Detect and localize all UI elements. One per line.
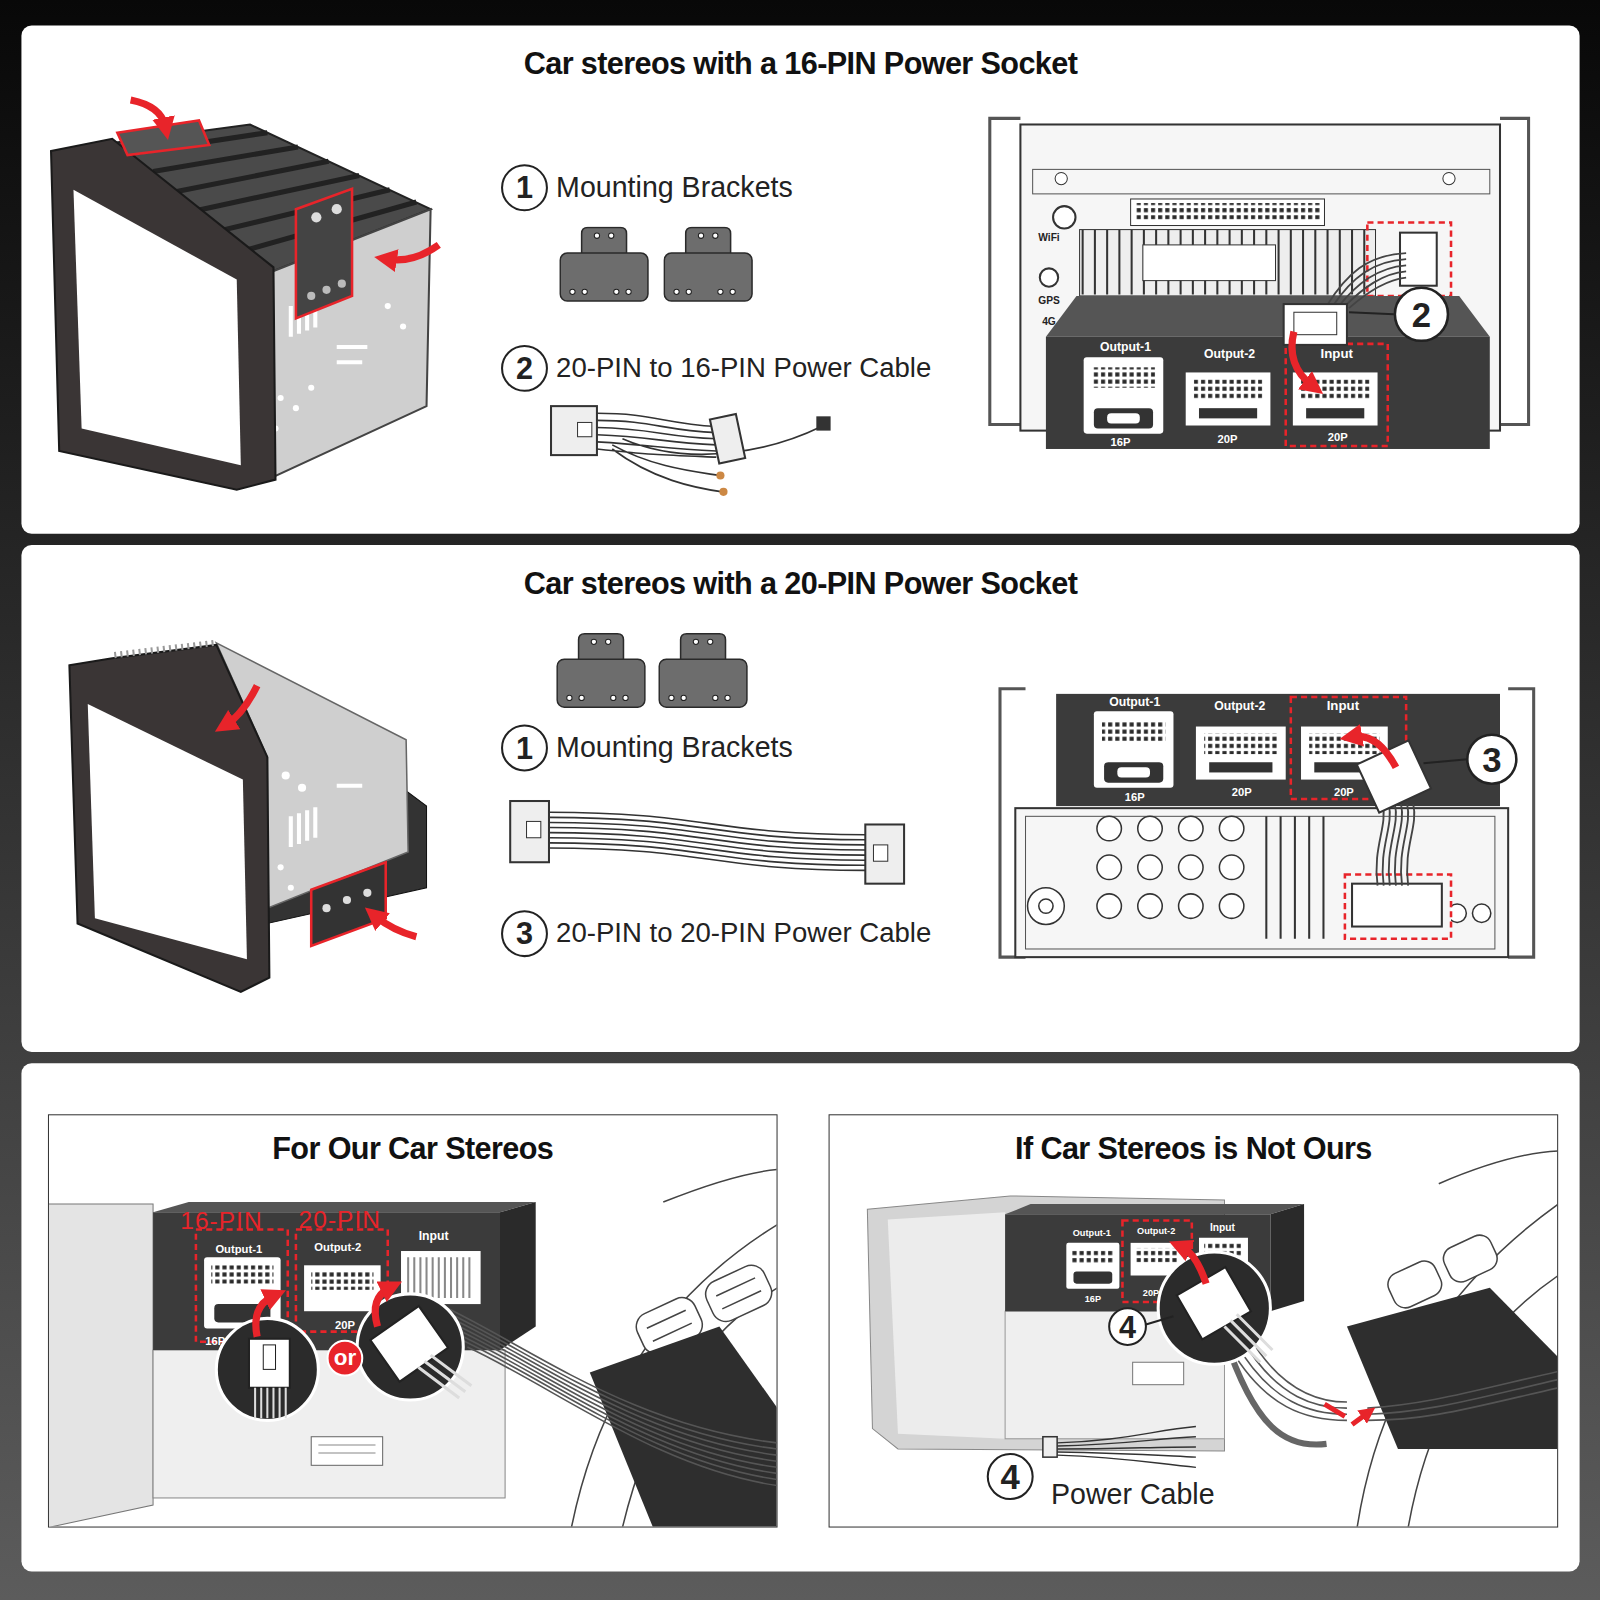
part-name: Power Cable <box>1051 1479 1215 1510</box>
callout-number: 3 <box>1482 741 1501 779</box>
panel-card: Car stereos with a 20-PIN Power Socket <box>21 545 1579 1052</box>
antenna-label: WiFi <box>1038 232 1059 243</box>
pin-count: 16P <box>205 1335 225 1347</box>
pin-count: 20P <box>1328 431 1348 443</box>
panel-card: Car stereos with a 16-PIN Power Socket <box>21 26 1579 534</box>
port-name: Output-1 <box>1109 695 1160 708</box>
panel-title: Car stereos with a 16-PIN Power Socket <box>21 44 1579 85</box>
callout-number: 4 <box>1001 1458 1020 1496</box>
part-name: Mounting Brackets <box>556 732 793 763</box>
port-name: Output-2 <box>1137 1227 1175 1237</box>
callout-number: 2 <box>516 352 533 386</box>
pin-count: 20P <box>335 1318 355 1330</box>
part-name: Mounting Brackets <box>556 172 793 203</box>
panel-title: Car stereos with a 20-PIN Power Socket <box>21 563 1579 604</box>
callout-number: 1 <box>516 171 533 205</box>
pin-callout: 20-PIN <box>299 1207 381 1234</box>
part-name: 20-PIN to 20-PIN Power Cable <box>556 919 931 949</box>
pin-count: 16P <box>1125 791 1145 803</box>
callout-number: 2 <box>1412 296 1431 334</box>
port-name: Output-2 <box>1214 699 1265 712</box>
pin-count: 20P <box>1334 786 1354 798</box>
antenna-label: GPS <box>1038 294 1060 305</box>
callout-number: 4 <box>1119 1311 1136 1345</box>
panel-title: For Our Car Stereos <box>49 1129 777 1170</box>
port-name: Output-1 <box>1073 1229 1111 1239</box>
port-name: Input <box>419 1230 449 1243</box>
pin-count: 20P <box>1232 786 1252 798</box>
port-name: Input <box>1210 1222 1235 1233</box>
pin-count: 16P <box>1110 436 1130 448</box>
or-marker: or <box>334 1346 356 1371</box>
port-name: Output-1 <box>1100 341 1151 354</box>
port-name: Output-1 <box>215 1243 262 1255</box>
panel-title: If Car Stereos is Not Ours <box>830 1129 1558 1170</box>
port-name: Input <box>1321 347 1353 362</box>
sub-panel: If Car Stereos is Not Ours <box>829 1114 1559 1527</box>
pin-count: 16P <box>1085 1295 1101 1305</box>
port-name: Output-2 <box>314 1241 361 1253</box>
pin-count: 20P <box>1143 1289 1159 1299</box>
antenna-label: 4G <box>1042 316 1056 327</box>
callout-number: 1 <box>516 731 533 765</box>
port-name: Output-2 <box>1204 347 1255 360</box>
sub-panel: For Our Car Stereos <box>48 1114 778 1527</box>
pin-callout: 16-PIN <box>180 1208 262 1235</box>
callout-number: 3 <box>516 917 533 951</box>
port-name: Input <box>1327 699 1359 714</box>
part-name: 20-PIN to 16-PIN Power Cable <box>556 353 931 383</box>
pin-count: 20P <box>1218 433 1238 445</box>
